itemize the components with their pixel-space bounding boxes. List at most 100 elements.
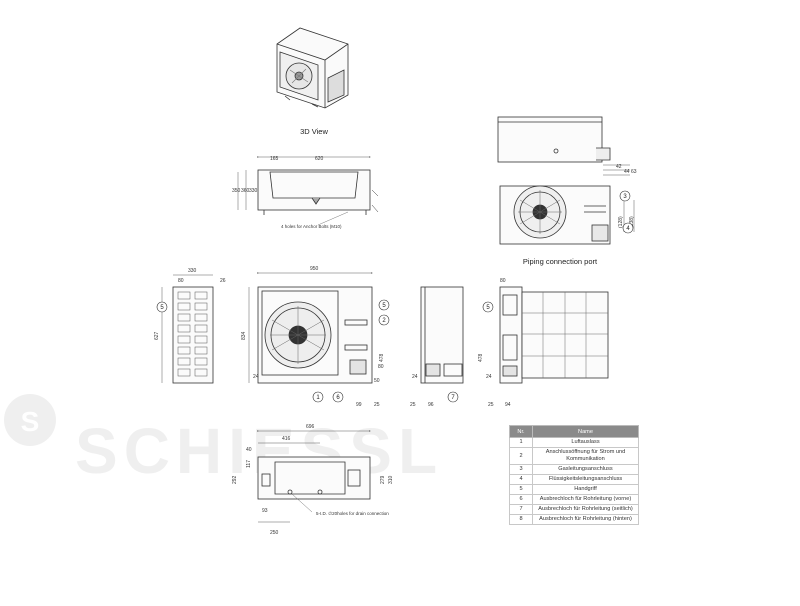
view-top-right (497, 116, 630, 176)
dim-292: 292 (232, 475, 238, 484)
legend-nr: 8 (509, 514, 533, 525)
view-rear (499, 286, 609, 384)
legend-name: Luftauslass (532, 437, 639, 448)
callouts (156, 190, 634, 403)
label-piping-port: Piping connection port (523, 257, 598, 266)
schiessl-watermark: S SCHIESSL (4, 394, 443, 487)
legend-nr: 7 (509, 504, 533, 515)
callout-5-rear: 5 (486, 305, 490, 311)
dim-627: 627 (154, 331, 160, 340)
legend-header-row: Nr. Name (509, 425, 639, 438)
dim-350: 350 (232, 188, 241, 194)
dim-330-left: 330 (188, 268, 197, 274)
front-view-dimensions: 950 834 24 478 50 80 99 25 (241, 266, 385, 408)
dim-279: 279 (380, 475, 386, 484)
view-piping-port (499, 185, 635, 245)
dim-94-rear: 94 (505, 402, 511, 408)
dim-96-side: 96 (428, 402, 434, 408)
top-right-dimensions: 42 44 63 (616, 164, 637, 175)
legend-nr: 5 (509, 484, 533, 495)
bottom-view-dimensions: 696 416 40 117 292 279 310 93 250 (232, 424, 394, 536)
dim-93: 93 (262, 508, 268, 514)
view-front (248, 272, 373, 384)
dim-165: 165 (270, 156, 279, 162)
top-view-dimensions: 165 620 350 360 330 (232, 156, 324, 194)
view-side (420, 286, 464, 384)
legend-name: Anschlussöffnung für Strom und Kommunika… (532, 447, 639, 465)
legend-name: Ausbrechloch für Rohrleitung (seitlich) (532, 504, 639, 515)
side-view-dimensions: 24 25 96 (410, 374, 434, 408)
dim-40: 40 (246, 447, 252, 453)
dim-24-front: 24 (253, 374, 259, 380)
callout-2-front: 2 (382, 318, 386, 324)
dim-26: 26 (220, 278, 226, 284)
svg-text:S: S (21, 406, 40, 437)
legend-name: Gasleitungsanschluss (532, 464, 639, 475)
dim-250: 250 (270, 530, 279, 536)
dim-80-front: 80 (378, 364, 384, 370)
dim-25-rear: 25 (488, 402, 494, 408)
dim-360: 360 (241, 188, 250, 194)
label-3d-view: 3D View (300, 127, 328, 136)
dim-24-side: 24 (412, 374, 418, 380)
dim-80-rear: 80 (500, 278, 506, 284)
watermark-text: SCHIESSL (75, 415, 443, 487)
legend-nr: 1 (509, 437, 533, 448)
view-top (237, 156, 379, 215)
callout-1-front: 1 (316, 395, 320, 401)
dim-478: 478 (379, 353, 385, 362)
legend-header-name: Name (532, 425, 639, 438)
callout-4-piping: 4 (626, 226, 630, 232)
callout-5-left: 5 (160, 305, 164, 311)
dim-42: 42 (616, 164, 622, 170)
dim-620: 620 (315, 156, 324, 162)
view-left (161, 274, 214, 384)
dim-80-left: 80 (178, 278, 184, 284)
legend-name: Ausbrechloch für Rohrleitung (vorne) (532, 494, 639, 505)
legend-header-nr: Nr. (509, 425, 533, 438)
view-3d (276, 27, 349, 109)
dim-834: 834 (241, 331, 247, 340)
dim-138: (138) (629, 216, 635, 228)
dim-50: 50 (374, 378, 380, 384)
dim-478-rear: 478 (478, 353, 484, 362)
anchor-bolt-note: 4 holes for Anchor Bolts (M10) (281, 224, 342, 229)
legend-name: Handgriff (532, 484, 639, 495)
view-bottom (257, 430, 371, 523)
dim-44: 44 (624, 169, 630, 175)
legend-nr: 4 (509, 474, 533, 485)
dim-24-rear: 24 (486, 374, 492, 380)
callout-3-piping: 3 (623, 194, 627, 200)
dim-310: 310 (388, 475, 394, 484)
callout-numbers: 5 5 2 1 6 7 5 3 4 (160, 194, 630, 401)
dim-416: 416 (282, 436, 291, 442)
legend-nr: 6 (509, 494, 533, 505)
dim-696: 696 (306, 424, 315, 430)
dim-128: (128) (618, 216, 624, 228)
drain-note: 5-I.D. ∅20holes for drain connection (316, 511, 389, 516)
piping-dimensions: (128) (138) (618, 216, 635, 228)
legend-name: Flüssigkeitsleitungsanschluss (532, 474, 639, 485)
legend-name: Ausbrechloch für Rohrleitung (hinten) (532, 514, 639, 525)
callout-6-front: 6 (336, 395, 340, 401)
dim-25-side: 25 (410, 402, 416, 408)
dim-63: 63 (631, 169, 637, 175)
dim-330: 330 (249, 188, 258, 194)
legend-nr: 3 (509, 464, 533, 475)
dim-99: 99 (356, 402, 362, 408)
rear-view-dimensions: 80 478 24 25 94 (478, 278, 511, 408)
callout-7-side: 7 (451, 395, 455, 401)
dim-25-front: 25 (374, 402, 380, 408)
dim-117: 117 (246, 460, 252, 468)
dim-950: 950 (310, 266, 319, 272)
